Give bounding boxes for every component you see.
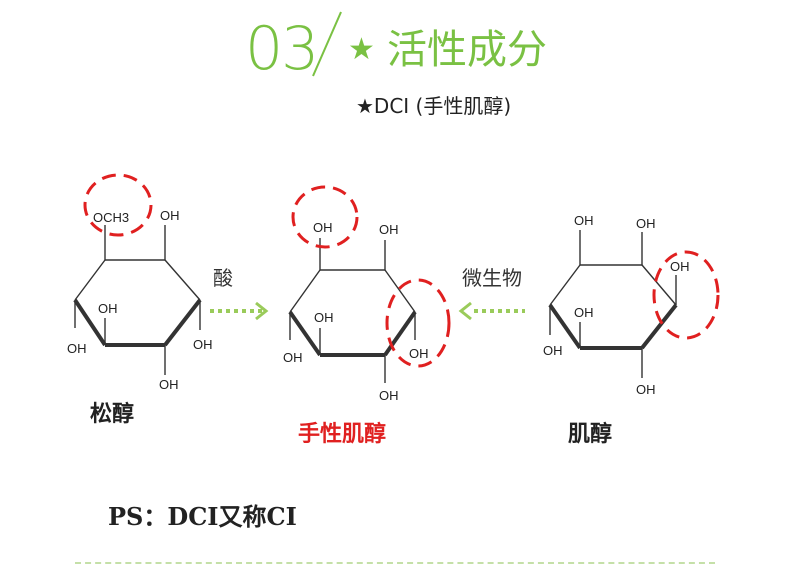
molecule-name-myo-inositol: 肌醇 xyxy=(568,421,612,447)
substituent-label: OH xyxy=(98,301,118,316)
substituent-label: OH xyxy=(160,208,180,223)
substituent-label: OH xyxy=(574,305,594,320)
footnote: PS：DCI又称CI xyxy=(108,502,297,531)
substituent-label: OH xyxy=(159,377,179,392)
arrow-label-acid: 酸 xyxy=(213,267,233,290)
subtitle: ★DCI (手性肌醇) xyxy=(356,94,512,118)
molecule-d-chiro-inositol xyxy=(288,238,417,383)
highlight-circle xyxy=(83,173,153,237)
substituent-label: OH xyxy=(67,341,87,356)
section-title: 活性成分 xyxy=(387,27,547,73)
highlight-circle xyxy=(291,185,359,249)
substituent-label: OH xyxy=(409,346,429,361)
substituent-label: OH xyxy=(193,337,213,352)
molecule-name-pinitol: 松醇 xyxy=(90,401,134,427)
molecule-name-d-chiro-inositol: 手性肌醇 xyxy=(298,421,386,447)
arrow-left xyxy=(458,301,525,321)
substituent-label: OH xyxy=(636,382,656,397)
substituent-label: OH xyxy=(379,222,399,237)
substituent-label: OH xyxy=(379,388,399,403)
molecule-pinitol xyxy=(73,225,202,375)
substituent-label: OH xyxy=(543,343,563,358)
section-header: 03 ★ 活性成分 xyxy=(245,10,575,84)
highlight-circle xyxy=(385,278,451,368)
arrow-label-microbe: 微生物 xyxy=(462,267,522,290)
substituent-label: OH xyxy=(313,220,333,235)
substituent-label: OCH3 xyxy=(93,210,129,225)
arrow-right xyxy=(210,301,269,321)
substituent-label: OH xyxy=(283,350,303,365)
substituent-label: OH xyxy=(574,213,594,228)
divider xyxy=(75,562,715,564)
star-icon: ★ xyxy=(348,32,375,67)
highlight-circle xyxy=(652,250,720,340)
molecule-myo-inositol xyxy=(548,230,678,378)
substituent-label: OH xyxy=(670,259,690,274)
section-number: 03 xyxy=(245,14,319,84)
slash-decoration xyxy=(312,11,342,77)
substituent-label: OH xyxy=(636,216,656,231)
substituent-label: OH xyxy=(314,310,334,325)
